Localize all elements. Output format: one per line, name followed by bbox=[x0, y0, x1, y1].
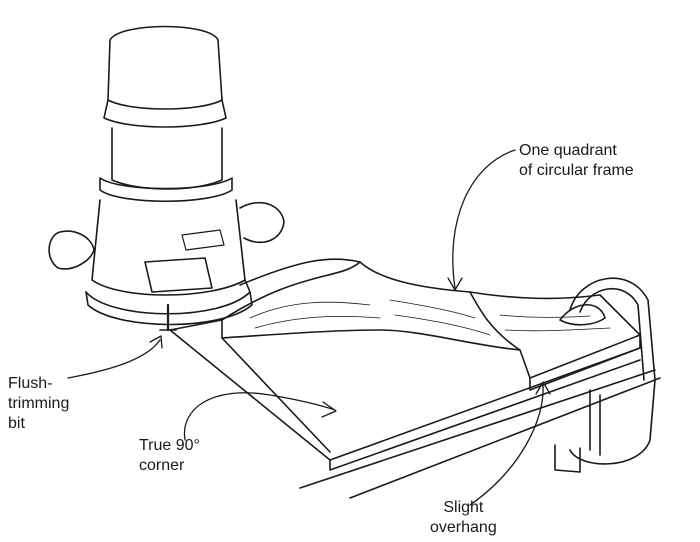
label-line: overhang bbox=[430, 519, 497, 536]
label-slight-overhang: Slight overhang bbox=[430, 498, 497, 538]
label-line: One quadrant bbox=[519, 142, 617, 159]
label-true-90-corner: True 90° corner bbox=[139, 436, 200, 476]
router bbox=[48, 25, 285, 332]
base-board bbox=[169, 319, 661, 499]
label-line: bit bbox=[8, 415, 25, 432]
label-line: corner bbox=[139, 457, 185, 474]
arrow-quadrant-head bbox=[447, 277, 463, 291]
label-line: Slight bbox=[443, 499, 484, 516]
clamp bbox=[554, 277, 656, 473]
arrow-quadrant bbox=[452, 149, 516, 289]
leader-arrows bbox=[67, 149, 551, 506]
arrow-true90-head bbox=[321, 401, 337, 418]
arrow-flush bbox=[67, 339, 161, 379]
label-line: Flush- bbox=[8, 375, 53, 392]
arrow-true90 bbox=[183, 392, 336, 441]
frame-quadrant bbox=[221, 258, 641, 391]
label-line: trimming bbox=[8, 395, 70, 412]
arrow-overhang bbox=[469, 384, 544, 506]
label-line: True 90° bbox=[139, 437, 200, 454]
arrow-overhang-head bbox=[535, 381, 551, 395]
arrow-flush-head bbox=[149, 335, 163, 349]
label-circular-frame-quadrant: One quadrant of circular frame bbox=[519, 141, 634, 181]
label-flush-trimming-bit: Flush- trimming bit bbox=[8, 374, 69, 434]
label-line: of circular frame bbox=[519, 162, 634, 179]
